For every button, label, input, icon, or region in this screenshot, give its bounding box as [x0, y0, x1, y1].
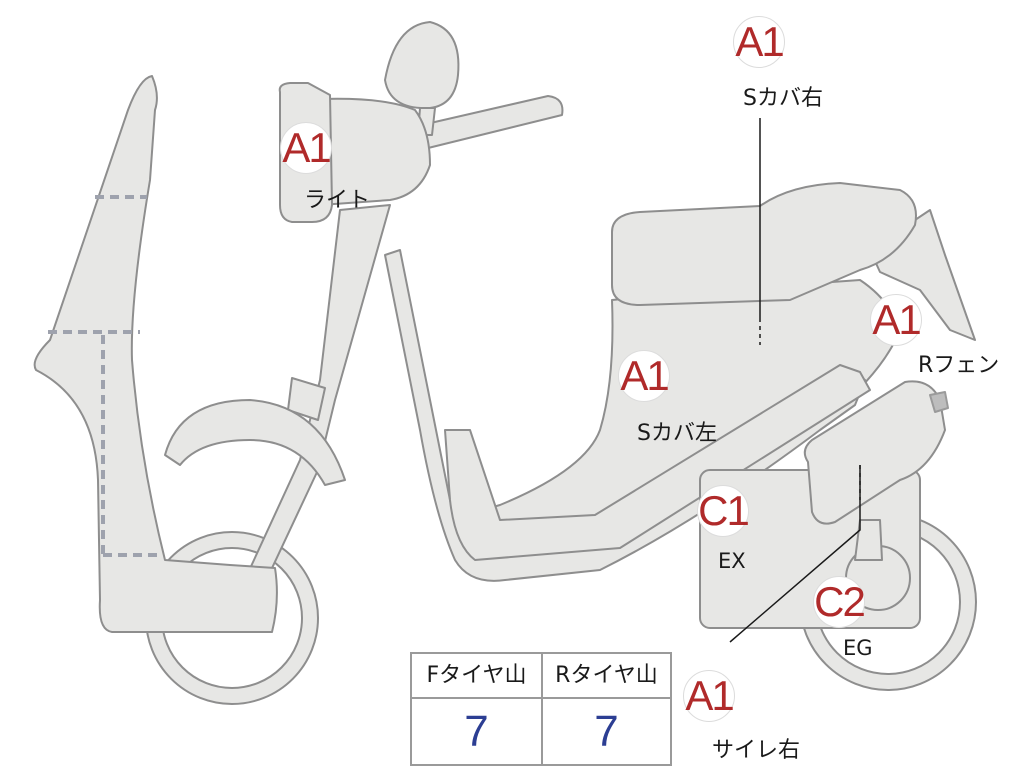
mirror: [384, 21, 460, 110]
tire-tread-table: Fタイヤ山 Rタイヤ山 7 7: [410, 652, 672, 766]
floor-step: [444, 364, 871, 561]
part-label-light: ライト: [304, 188, 371, 213]
grade-badge-engine: C2: [813, 576, 866, 628]
seat: [611, 182, 917, 306]
grade-badge-muffler-right: A1: [683, 670, 735, 722]
handlebar: [399, 95, 564, 151]
part-label-s-cover-left: Sカバ左: [637, 421, 717, 446]
grade-badge-exhaust: C1: [697, 485, 750, 537]
front-tire-tread-value: 7: [464, 707, 489, 756]
grade-badge-rear-fender: A1: [870, 294, 922, 346]
part-label-s-cover-right: Sカバ右: [743, 86, 823, 111]
table-divider-vertical: [541, 654, 543, 764]
grade-badge-light: A1: [280, 122, 332, 174]
grade-badge-s-cover-right: A1: [733, 16, 785, 68]
part-label-exhaust: EX: [718, 549, 746, 573]
front-cover: [33, 75, 278, 633]
front-tire-tread-header: Fタイヤ山: [426, 663, 527, 688]
front-fender: [164, 399, 346, 486]
part-label-muffler-right: サイレ右: [712, 738, 801, 763]
grade-badge-s-cover-left: A1: [618, 350, 670, 402]
part-label-engine: EG: [843, 636, 873, 660]
rear-tire-tread-value: 7: [594, 707, 619, 756]
rear-tire-tread-header: Rタイヤ山: [555, 663, 658, 688]
muffler: [803, 380, 946, 525]
part-label-rear-fender: Rフェン: [918, 353, 1000, 378]
